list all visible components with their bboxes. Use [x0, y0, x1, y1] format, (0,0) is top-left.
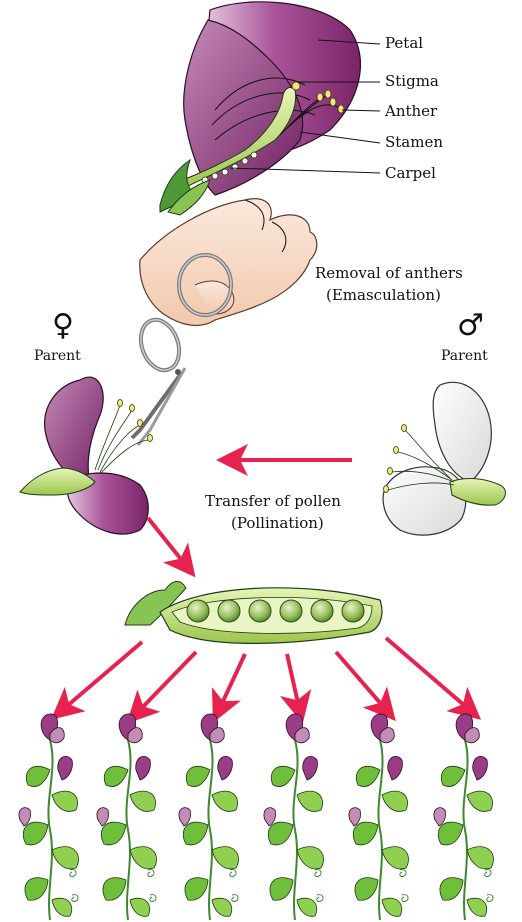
- label-carpel: Carpel: [385, 164, 436, 182]
- scissors-icon: [130, 253, 233, 446]
- female-parent-flower: [19, 376, 153, 535]
- offspring-arrow: [50, 640, 144, 720]
- offspring-arrow: [280, 653, 312, 724]
- pea-seed: [186, 599, 210, 623]
- offspring-arrow: [211, 653, 247, 723]
- offspring-pea-plant: [96, 713, 157, 921]
- offspring-plants: [18, 713, 494, 921]
- pea-seed: [310, 599, 334, 623]
- label-stigma: Stigma: [385, 72, 439, 90]
- offspring-pea-plant: [433, 713, 494, 921]
- label-emasculation-line1: Removal of anthers: [315, 264, 463, 282]
- flower-leader-lines: [229, 39, 381, 174]
- offspring-arrow: [334, 650, 396, 722]
- pea-seed: [217, 599, 241, 623]
- offspring-pea-plant: [18, 713, 79, 921]
- label-pollination-line1: Transfer of pollen: [205, 492, 341, 510]
- pea-seeds: [186, 599, 365, 623]
- offspring-pea-plant: [263, 713, 324, 921]
- flower-section-illustration: [159, 1, 361, 216]
- male-symbol: ♂: [457, 308, 484, 343]
- pea-seed: [341, 599, 365, 623]
- offspring-pea-plant: [348, 713, 409, 921]
- pea-seed: [279, 599, 303, 623]
- hand-illustration: [139, 198, 318, 327]
- offspring-pea-plant: [178, 713, 239, 921]
- offspring-arrow: [126, 650, 198, 724]
- label-male-parent: Parent: [441, 348, 488, 364]
- label-pollination-line2: (Pollination): [231, 514, 324, 532]
- label-female-parent: Parent: [34, 348, 81, 364]
- label-anther: Anther: [384, 102, 438, 120]
- arrow-to-pod: [146, 516, 196, 578]
- pea-pod: [124, 581, 383, 644]
- pea-seed: [248, 599, 272, 623]
- offspring-arrows: [50, 636, 482, 724]
- label-emasculation-line2: (Emasculation): [326, 286, 441, 304]
- label-stamen: Stamen: [385, 133, 443, 151]
- label-petal: Petal: [385, 34, 423, 52]
- female-symbol: ♀: [52, 308, 74, 343]
- male-parent-flower: [382, 381, 506, 536]
- offspring-arrow: [384, 636, 482, 720]
- petal-front: [183, 19, 304, 196]
